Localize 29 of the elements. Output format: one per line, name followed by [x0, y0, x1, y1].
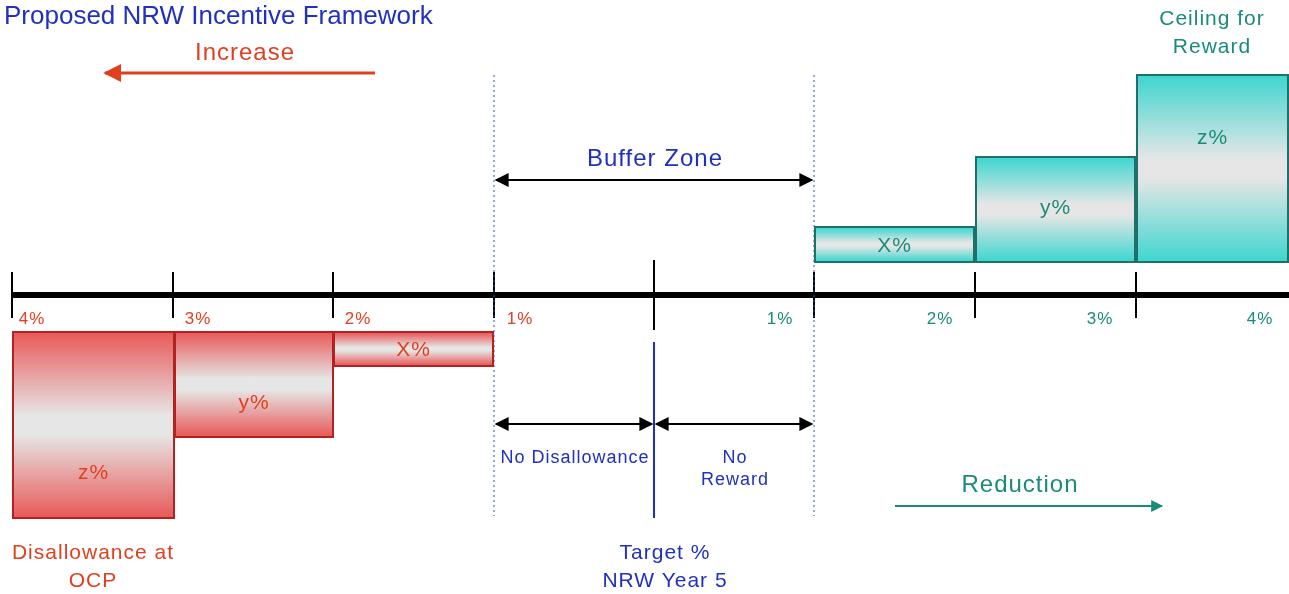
- penalty-bar: [174, 331, 334, 438]
- penalty-bar: [333, 331, 494, 367]
- tick-label: 3%: [183, 308, 213, 330]
- reward-bar: [814, 226, 975, 263]
- slide-title: Proposed NRW Incentive Framework: [4, 0, 433, 30]
- bar-label: y%: [238, 391, 270, 413]
- tick-label: 1%: [765, 308, 795, 330]
- zone-label: No Disallowance: [500, 446, 650, 468]
- caption-text: Disallowance at OCP: [10, 539, 176, 593]
- tick-label: 4%: [17, 308, 47, 330]
- bar-label: z%: [77, 461, 110, 483]
- tick-label: 2%: [343, 308, 373, 330]
- bar-label: X%: [877, 233, 912, 256]
- tick-label: 3%: [1085, 308, 1115, 330]
- bar-label: z%: [1196, 126, 1229, 148]
- zone-label: Buffer Zone: [586, 144, 724, 172]
- tick-label: 1%: [505, 308, 535, 330]
- target-label: Target % NRW Year 5: [601, 539, 729, 593]
- penalty-bar: [12, 331, 175, 519]
- caption-text: Ceiling for Reward: [1158, 5, 1266, 59]
- reward-bar: [1136, 74, 1289, 263]
- bar-label: y%: [1039, 196, 1072, 218]
- reward-bar: [975, 156, 1136, 263]
- zone-label: No Reward: [700, 446, 770, 490]
- tick-label: 4%: [1245, 308, 1275, 330]
- bar-label: X%: [396, 338, 431, 360]
- direction-label: Reduction: [960, 470, 1080, 498]
- direction-label: Increase: [193, 38, 297, 66]
- tick-label: 2%: [925, 308, 955, 330]
